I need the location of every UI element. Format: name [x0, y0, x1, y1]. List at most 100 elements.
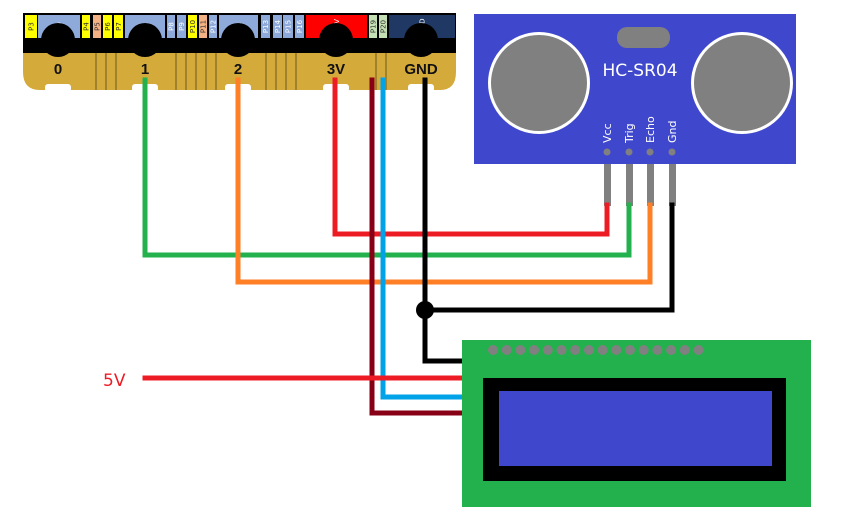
- lcd-header-pin[interactable]: [611, 345, 622, 355]
- pin-label-text: P9: [178, 22, 186, 31]
- wire-lcd-blue: [380, 77, 465, 400]
- lcd-header-pin[interactable]: [652, 345, 663, 355]
- lcd-header-pin[interactable]: [570, 345, 581, 355]
- lcd-header-pin[interactable]: [542, 345, 553, 355]
- pin-label-p8: [167, 15, 175, 38]
- edge-finger-line: [285, 53, 287, 90]
- lcd-header-pin[interactable]: [625, 345, 635, 355]
- pin-label-text: P20: [380, 20, 388, 33]
- lcd-header-pin[interactable]: [556, 345, 567, 355]
- sensor-pin-trig[interactable]: [626, 164, 633, 206]
- pin-label-text: P8: [168, 22, 176, 31]
- edge-finger-line: [205, 53, 207, 90]
- edge-label-gnd[interactable]: GND: [404, 61, 438, 78]
- edge-pad-hole: [41, 23, 75, 57]
- pin-label-p4: [82, 15, 90, 38]
- edge-pad-hole: [404, 23, 438, 57]
- edge-finger-line: [385, 53, 387, 90]
- lcd-header-pin[interactable]: [679, 345, 690, 355]
- edge-finger-line: [185, 53, 187, 90]
- pin-label-p19: [369, 15, 377, 38]
- pin-label-p20: [379, 15, 387, 38]
- edge-finger-line: [175, 53, 177, 90]
- pin-label-p3: [25, 15, 37, 38]
- supply-5v-label: 5V: [103, 371, 126, 391]
- transducer-right-inner: [694, 35, 790, 131]
- lcd-header-pins: [488, 345, 704, 355]
- edge-label-1[interactable]: 1: [141, 61, 149, 78]
- pin-label-p7: [114, 15, 123, 38]
- lcd-header-pin[interactable]: [515, 345, 526, 355]
- microbit-edge-connector: P3P0P4P5P6P7P1P8P9P10P11P12P2P13P14P15P1…: [23, 13, 456, 92]
- transducer-left-inner: [491, 35, 587, 131]
- lcd-header-pin[interactable]: [638, 345, 649, 355]
- wire-sensor-gnd-black: [422, 202, 675, 313]
- wire-vcc-red: [332, 77, 610, 237]
- pin-label-p5: [93, 15, 101, 38]
- pin-label-text: P3: [28, 22, 36, 31]
- edge-pad-hole: [128, 23, 162, 57]
- lcd-header-pin[interactable]: [488, 345, 498, 355]
- pin-label-text: P14: [274, 19, 282, 33]
- pin-label-text: P5: [94, 22, 102, 31]
- lcd-screen: [499, 391, 772, 466]
- pin-label-p15: [283, 15, 293, 38]
- sensor-pin-pad: [668, 148, 676, 156]
- edge-label-3v[interactable]: 3V: [327, 61, 345, 78]
- pin-label-text: P13: [262, 20, 270, 33]
- pin-label-p10: [188, 15, 197, 38]
- edge-label-2[interactable]: 2: [234, 61, 242, 78]
- wire-lcd-darkred: [369, 77, 465, 416]
- sensor-pin-pad: [603, 148, 611, 156]
- sensor-pin-vcc[interactable]: [604, 164, 611, 206]
- sensor-pin-gnd[interactable]: [669, 164, 676, 206]
- sensor-pin-echo[interactable]: [647, 164, 654, 206]
- lcd-header-pin[interactable]: [583, 345, 594, 355]
- edge-finger-line: [95, 53, 97, 90]
- pin-label-p14: [273, 15, 282, 38]
- lcd-header-pin[interactable]: [666, 345, 677, 355]
- sensor-pin-label-echo: Echo: [644, 116, 657, 143]
- pin-label-p6: [103, 15, 112, 38]
- edge-pad-notch: [45, 84, 71, 92]
- wire-trig-green: [142, 77, 632, 258]
- edge-pad-hole: [319, 23, 353, 57]
- sensor-pin-pad: [646, 148, 654, 156]
- crystal-oscillator: [617, 27, 670, 48]
- gnd-junction: [416, 301, 434, 319]
- edge-label-0[interactable]: 0: [54, 61, 62, 78]
- lcd-header-pin[interactable]: [693, 345, 704, 355]
- pin-label-p9: [177, 15, 186, 38]
- edge-finger-line: [115, 53, 117, 90]
- pin-label-text: P4: [83, 22, 91, 31]
- pin-label-text: P12: [210, 20, 218, 33]
- edge-finger-line: [295, 53, 297, 90]
- edge-finger-line: [215, 53, 217, 90]
- wire-gnd-black: [422, 77, 465, 364]
- pin-label-text: P6: [104, 22, 112, 31]
- pin-label-p13: [261, 15, 270, 38]
- lcd-header-pin[interactable]: [501, 345, 512, 355]
- pin-label-text: P11: [200, 20, 208, 33]
- pin-label-p16: [295, 15, 304, 38]
- sensor-pin-pad: [625, 148, 633, 156]
- edge-finger-line: [375, 53, 377, 90]
- pin-label-text: P19: [370, 20, 378, 33]
- sensor-pin-label-trig: Trig: [623, 123, 636, 144]
- pin-label-text: P16: [296, 19, 304, 33]
- edge-pad-notch: [408, 84, 434, 92]
- pin-label-p12: [209, 15, 217, 38]
- edge-finger-line: [195, 53, 197, 90]
- sensor-pin-label-vcc: Vcc: [601, 123, 614, 143]
- lcd-module: [462, 340, 811, 507]
- sensor-pin-label-gnd: Gnd: [666, 121, 679, 143]
- pin-label-p11: [199, 15, 207, 38]
- lcd-header-pin[interactable]: [529, 345, 540, 355]
- edge-finger-line: [105, 53, 107, 90]
- sensor-pins: Vcc Trig Echo Gnd: [601, 116, 679, 206]
- sensor-title: HC-SR04: [602, 61, 677, 81]
- pin-label-text: P10: [189, 20, 197, 33]
- hc-sr04-sensor: HC-SR04 Vcc Trig Echo Gnd: [474, 14, 796, 206]
- lcd-header-pin[interactable]: [597, 345, 608, 355]
